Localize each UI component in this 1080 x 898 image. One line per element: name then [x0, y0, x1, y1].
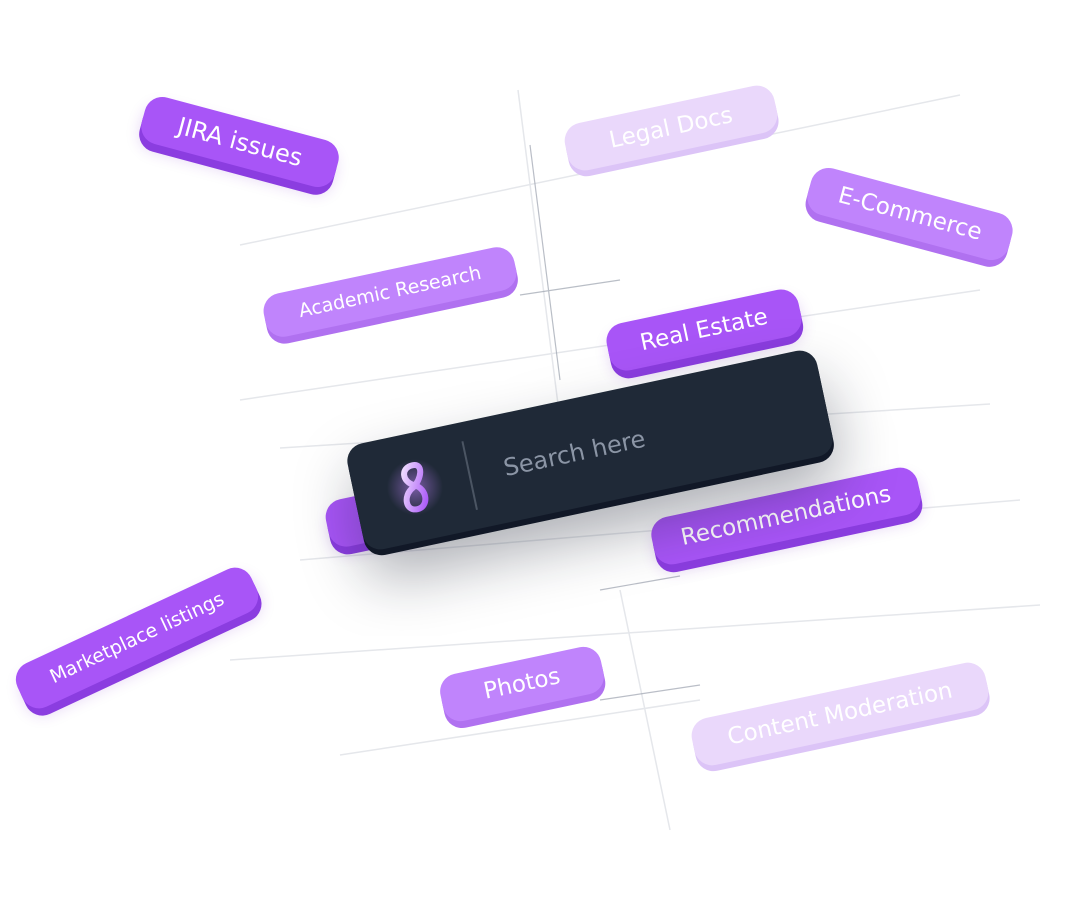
search-divider	[461, 441, 478, 511]
search-input[interactable]	[498, 390, 803, 484]
infinity-8-logo-icon	[373, 446, 456, 529]
search-bar[interactable]	[344, 347, 836, 553]
